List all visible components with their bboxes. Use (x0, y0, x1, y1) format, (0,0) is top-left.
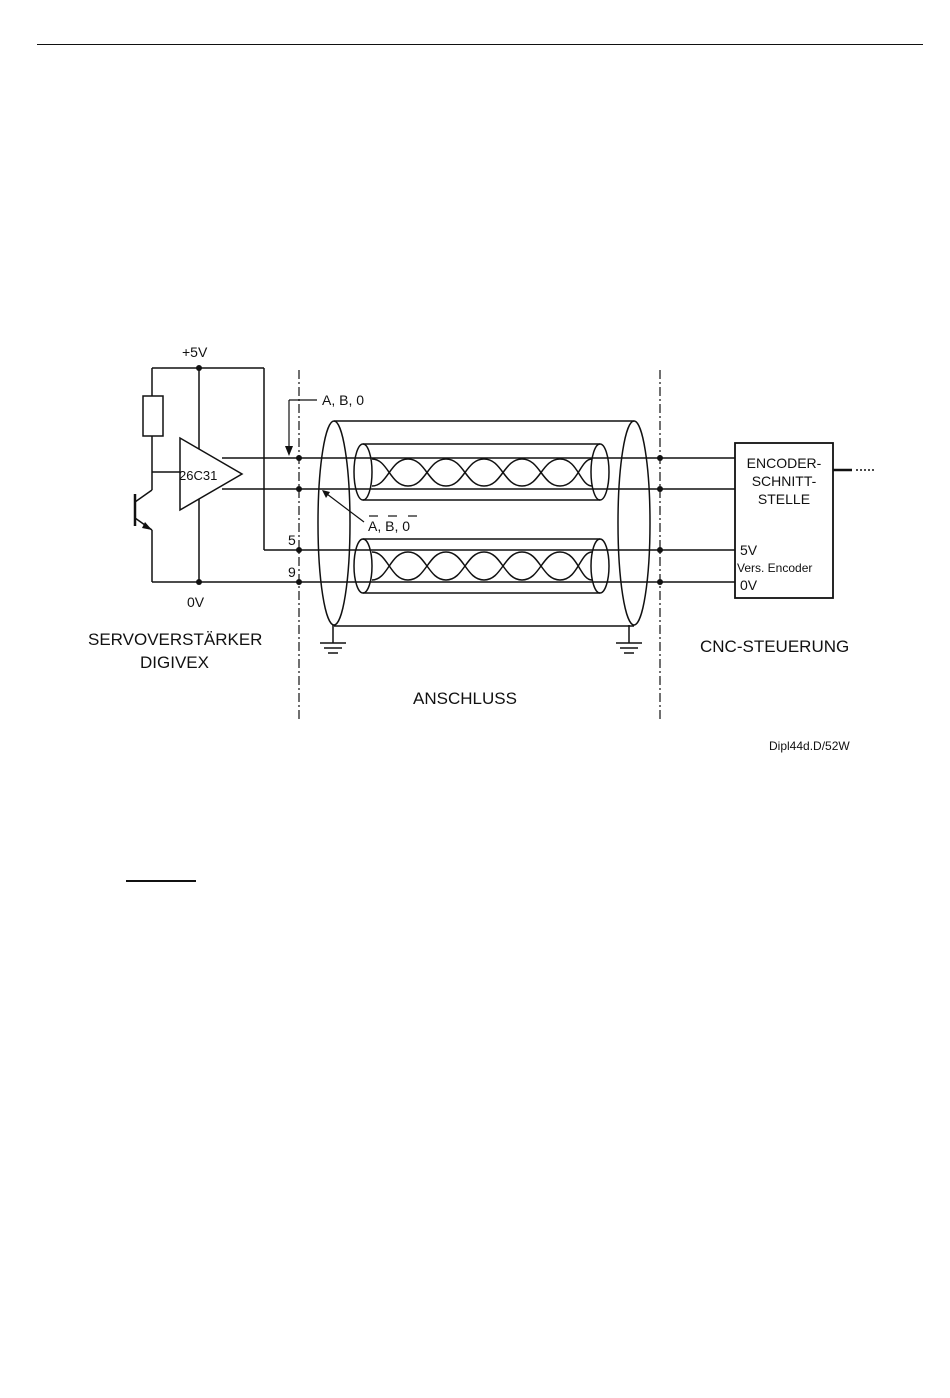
encoder-output-dots (856, 469, 874, 471)
cnc-label: CNC-STEUERUNG (700, 637, 849, 656)
supply-0v-label: 0V (740, 577, 758, 593)
supply-note-label: Vers. Encoder (737, 561, 812, 575)
twisted-pair-supply (354, 539, 609, 593)
footnote-rule (126, 880, 196, 882)
encoder-label-line1: ENCODER- (747, 455, 822, 471)
pin-5-label: 5 (288, 532, 296, 548)
supply-5v-label: 5V (740, 542, 758, 558)
connection-label: ANSCHLUSS (413, 689, 517, 708)
signals-label-bottom: A, B, 0 (368, 518, 410, 534)
ground-symbol-right (616, 625, 642, 653)
ground-ref-label: 0V (187, 594, 205, 610)
ground-symbol-left (320, 625, 346, 653)
signals-label-top: A, B, 0 (322, 392, 364, 408)
figure-reference: Dipl44d.D/52W (769, 739, 850, 753)
twisted-pair-signals (354, 444, 609, 500)
resistor (143, 396, 163, 436)
servo-label-line1: SERVOVERSTÄRKER (88, 630, 262, 649)
encoder-label-line2: SCHNITT- (752, 473, 817, 489)
pin-9-label: 9 (288, 564, 296, 580)
supply-label: +5V (182, 344, 208, 360)
line-driver-chip-label: 26C31 (179, 468, 217, 483)
encoder-label-line3: STELLE (758, 491, 810, 507)
signal-leader-top (285, 400, 317, 456)
servo-label-line2: DIGIVEX (140, 653, 209, 672)
